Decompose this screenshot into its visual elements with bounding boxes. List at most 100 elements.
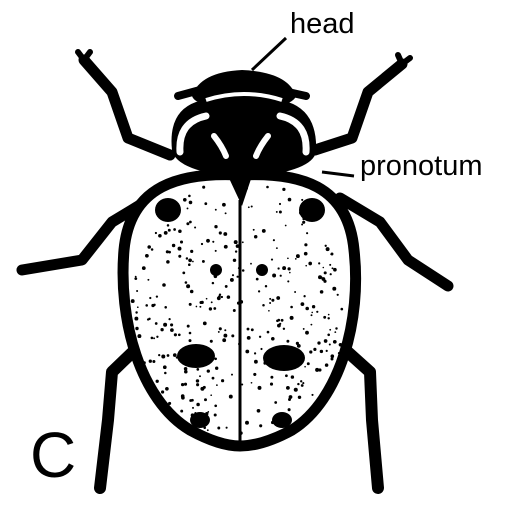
stipple-dot (147, 318, 149, 320)
stipple-dot (327, 334, 330, 337)
stipple-dot (212, 282, 214, 284)
stipple-dot (218, 331, 220, 333)
stipple-dot (135, 327, 138, 330)
stipple-dot (316, 311, 318, 313)
stipple-dot (213, 307, 216, 310)
stipple-dot (233, 259, 236, 262)
stipple-dot (245, 187, 247, 189)
stipple-dot (318, 275, 322, 279)
stipple-dot (164, 231, 168, 235)
stipple-dot (160, 328, 163, 331)
stipple-dot (142, 266, 146, 270)
stipple-dot (285, 374, 288, 377)
panel-letter: C (30, 418, 76, 492)
stipple-dot (212, 241, 214, 243)
stipple-dot (210, 394, 212, 396)
stipple-dot (311, 312, 313, 314)
stipple-dot (301, 223, 303, 225)
stipple-dot (257, 409, 261, 413)
stipple-dot (215, 209, 217, 211)
stipple-dot (323, 267, 325, 269)
stipple-dot (279, 203, 281, 205)
stipple-dot (192, 261, 194, 263)
stipple-dot (241, 194, 245, 198)
stipple-dot (202, 186, 205, 189)
elytra-spot (155, 198, 181, 222)
stipple-dot (242, 241, 244, 243)
elytra-spot (256, 264, 268, 276)
stipple-dot (329, 264, 331, 266)
stipple-dot (188, 258, 192, 262)
stipple-dot (262, 229, 266, 233)
stipple-dot (216, 384, 218, 386)
head-label: head (290, 8, 355, 41)
stipple-dot (235, 250, 237, 252)
stipple-dot (325, 245, 327, 247)
stipple-dot (242, 269, 245, 272)
stipple-dot (164, 372, 167, 375)
stipple-dot (201, 243, 203, 245)
stipple-dot (151, 337, 154, 340)
stipple-dot (268, 310, 270, 312)
stipple-dot (189, 399, 192, 402)
stipple-dot (181, 394, 185, 398)
stipple-dot (287, 267, 290, 270)
stipple-dot (262, 304, 265, 307)
head-leader-line (252, 38, 286, 70)
stipple-dot (168, 318, 170, 320)
elytra-spot (263, 345, 305, 371)
stipple-dot (225, 285, 228, 288)
stipple-dot (207, 411, 209, 413)
stipple-dot (185, 383, 187, 385)
stipple-dot (247, 328, 250, 331)
stipple-dot (189, 221, 192, 224)
stipple-dot (164, 306, 167, 309)
stipple-dot (248, 206, 250, 208)
stipple-dot (241, 383, 243, 385)
stipple-dot (214, 413, 217, 416)
stipple-dot (301, 302, 305, 306)
stipple-dot (289, 272, 291, 274)
stipple-dot (308, 262, 312, 266)
stipple-dot (172, 244, 175, 247)
stipple-dot (330, 273, 332, 275)
elytra-spot (299, 198, 325, 222)
stipple-dot (256, 278, 259, 281)
stipple-dot (158, 234, 162, 238)
stipple-dot (156, 380, 159, 383)
stipple-dot (290, 316, 294, 320)
stipple-dot (332, 267, 334, 269)
stipple-dot (206, 298, 208, 300)
stipple-dot (155, 322, 158, 325)
stipple-dot (178, 333, 181, 336)
stipple-dot (199, 375, 201, 377)
stipple-dot (317, 341, 320, 344)
stipple-dot (209, 307, 212, 310)
stipple-dot (271, 259, 273, 261)
stipple-dot (166, 250, 169, 253)
stipple-dot (236, 244, 240, 248)
stipple-dot (254, 352, 256, 354)
stipple-dot (134, 277, 137, 280)
stipple-dot (168, 229, 171, 232)
stipple-dot (222, 338, 226, 342)
stipple-dot (290, 306, 293, 309)
stipple-dot (226, 427, 228, 429)
left-front-tarsus (78, 52, 90, 60)
stipple-dot (276, 211, 278, 213)
stipple-dot (302, 382, 304, 384)
stipple-dot (306, 232, 308, 234)
stipple-dot (247, 336, 251, 340)
stipple-dot (238, 342, 241, 345)
stipple-dot (324, 271, 327, 274)
stipple-dot (305, 307, 309, 311)
stipple-dot (288, 198, 292, 202)
stipple-dot (143, 361, 146, 364)
stipple-dot (158, 354, 160, 356)
stipple-dot (161, 390, 164, 393)
stipple-dot (267, 331, 270, 334)
stipple-dot (253, 229, 255, 231)
stipple-dot (282, 266, 286, 270)
stipple-dot (189, 332, 192, 335)
